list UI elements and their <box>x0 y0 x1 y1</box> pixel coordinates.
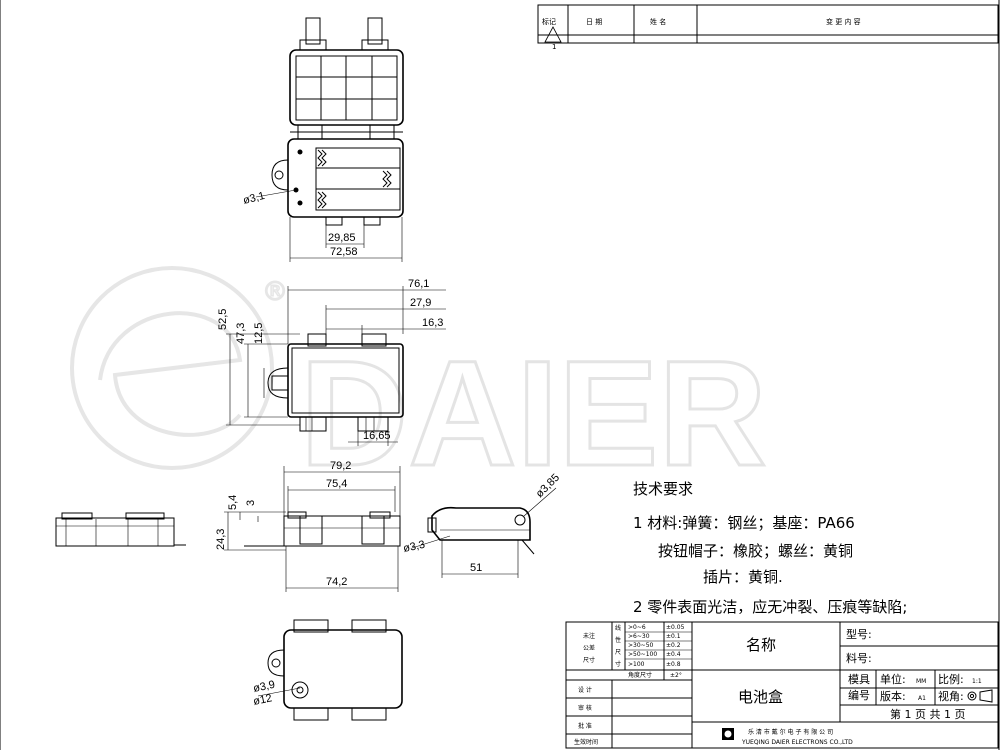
projection-symbol-icon <box>967 689 993 703</box>
part-name: 电池盒 <box>738 688 783 706</box>
dim-front-h1: 52,5 <box>217 309 229 330</box>
rev-triangle-icon <box>544 26 562 43</box>
dim-side-h2: 3 <box>245 500 257 506</box>
dim-front-w3: 16,3 <box>422 317 443 329</box>
rev-name-label: 姓 名 <box>650 17 666 26</box>
front-view: 76,1 27,9 16,3 52,5 47,3 12,5 16,65 <box>217 278 446 446</box>
dim-front-w2: 27,9 <box>410 297 431 309</box>
dim-front-w1: 76,1 <box>408 278 429 290</box>
rev-mark-label: 标记 <box>542 17 556 26</box>
side-view: 79,2 75,4 24,3 5,4 3 74,2 <box>215 460 401 592</box>
rev-change-label: 变 更 内 容 <box>826 17 861 26</box>
tech-line-3: 插片：黄铜. <box>703 568 783 586</box>
tol-linear-1: 线 <box>615 624 621 632</box>
dim-top-inner: 29,85 <box>328 232 356 244</box>
dim-bottom-d1: ø3,9 <box>252 679 276 695</box>
rev-date-label: 日 期 <box>586 18 602 26</box>
role-design: 设 计 <box>578 686 592 694</box>
top-view: ø3,1 29,85 72,58 <box>242 17 404 262</box>
dim-front-h3: 12,5 <box>253 323 265 344</box>
tol-2: ±0.1 <box>666 633 681 640</box>
scale-value: 1:1 <box>972 678 982 685</box>
dim-front-bottom: 16,65 <box>363 430 391 442</box>
bottom-view: ø3,9 ø12 <box>252 619 403 721</box>
tech-line-4: 2 零件表面光洁，应无冲裂、压痕等缺陷; <box>633 598 907 616</box>
angle-label: 角度尺寸 <box>628 671 652 679</box>
version-label: 版本: <box>880 689 906 703</box>
company-cn: 乐 清 市 戴 尔 电 子 有 限 公 司 <box>748 728 833 736</box>
tol-linear-4: 寸 <box>615 660 621 668</box>
dim-bottom-d2: ø12 <box>252 692 273 708</box>
scale-label: 比例: <box>938 672 964 686</box>
tol-5: ±0.8 <box>666 661 681 668</box>
dim-side-w1: 79,2 <box>330 460 351 472</box>
tol-label-3: 尺寸 <box>583 656 595 664</box>
lid-grid <box>295 55 398 121</box>
range-4: >50~100 <box>628 651 657 658</box>
dim-side-h1: 5,4 <box>227 495 239 510</box>
role-review: 审 核 <box>578 704 592 712</box>
role-effective-date: 生效时间 <box>574 738 598 746</box>
dim-side-w2: 75,4 <box>326 478 347 490</box>
angle-tol: ±2° <box>670 672 682 679</box>
unit-value: MM <box>916 678 926 685</box>
unit-label: 单位: <box>880 672 906 686</box>
tech-heading: 技术要求 <box>633 480 693 498</box>
range-2: >6~30 <box>628 633 650 640</box>
tol-1: ±0.05 <box>666 624 685 631</box>
range-3: >30~50 <box>628 642 654 649</box>
company-en: YUEQING DAIER ELECTRONS CO.,LTD <box>741 739 853 746</box>
tol-3: ±0.2 <box>666 642 681 649</box>
tol-linear-3: 尺 <box>615 649 621 656</box>
tech-requirements: 技术要求 1 材料:弹簧：钢丝；基座：PA66 按钮帽子：橡胶；螺丝：黄铜 插片… <box>633 480 907 616</box>
mold-label-2: 编号 <box>848 688 870 702</box>
tol-4: ±0.4 <box>666 651 681 658</box>
tol-label-2: 公差 <box>583 644 595 652</box>
tech-line-1: 1 材料:弹簧：钢丝；基座：PA66 <box>633 514 855 532</box>
material-label: 料号: <box>846 651 872 665</box>
dim-side-bottom: 74,2 <box>326 576 347 588</box>
tol-linear-2: 性 <box>615 636 621 644</box>
dim-right-w: 51 <box>470 562 482 574</box>
range-5: >100 <box>628 661 645 668</box>
watermark-registered: ® <box>262 277 288 307</box>
company-logo-icon <box>722 728 734 740</box>
dim-front-h2: 47,3 <box>235 323 247 344</box>
dim-side-h3: 24,3 <box>215 529 227 550</box>
role-approve: 批 准 <box>578 722 592 730</box>
tol-label-1: 未注 <box>583 632 595 640</box>
mold-label-1: 模具 <box>848 673 870 686</box>
dim-top-hole: ø3,1 <box>242 190 266 207</box>
version-value: A1 <box>918 695 926 702</box>
model-label: 型号: <box>846 627 872 641</box>
tech-line-2: 按钮帽子：橡胶；螺丝：黄铜 <box>658 542 853 560</box>
page-text: 第 1 页 共 1 页 <box>890 707 965 721</box>
range-1: >0~6 <box>628 624 646 631</box>
revision-header: 标记 日 期 姓 名 变 更 内 容 1 <box>537 4 999 51</box>
rev-number: 1 <box>552 43 556 51</box>
title-block: 未注 公差 尺寸 线 性 尺 寸 >0~6 >6~30 >30~50 >50~1… <box>565 621 999 749</box>
name-label: 名称 <box>746 636 776 654</box>
dim-right-d2: ø3,3 <box>402 539 426 555</box>
left-side-view <box>55 512 186 547</box>
view-label: 视角: <box>938 689 964 703</box>
dim-top-outer: 72,58 <box>330 246 358 258</box>
